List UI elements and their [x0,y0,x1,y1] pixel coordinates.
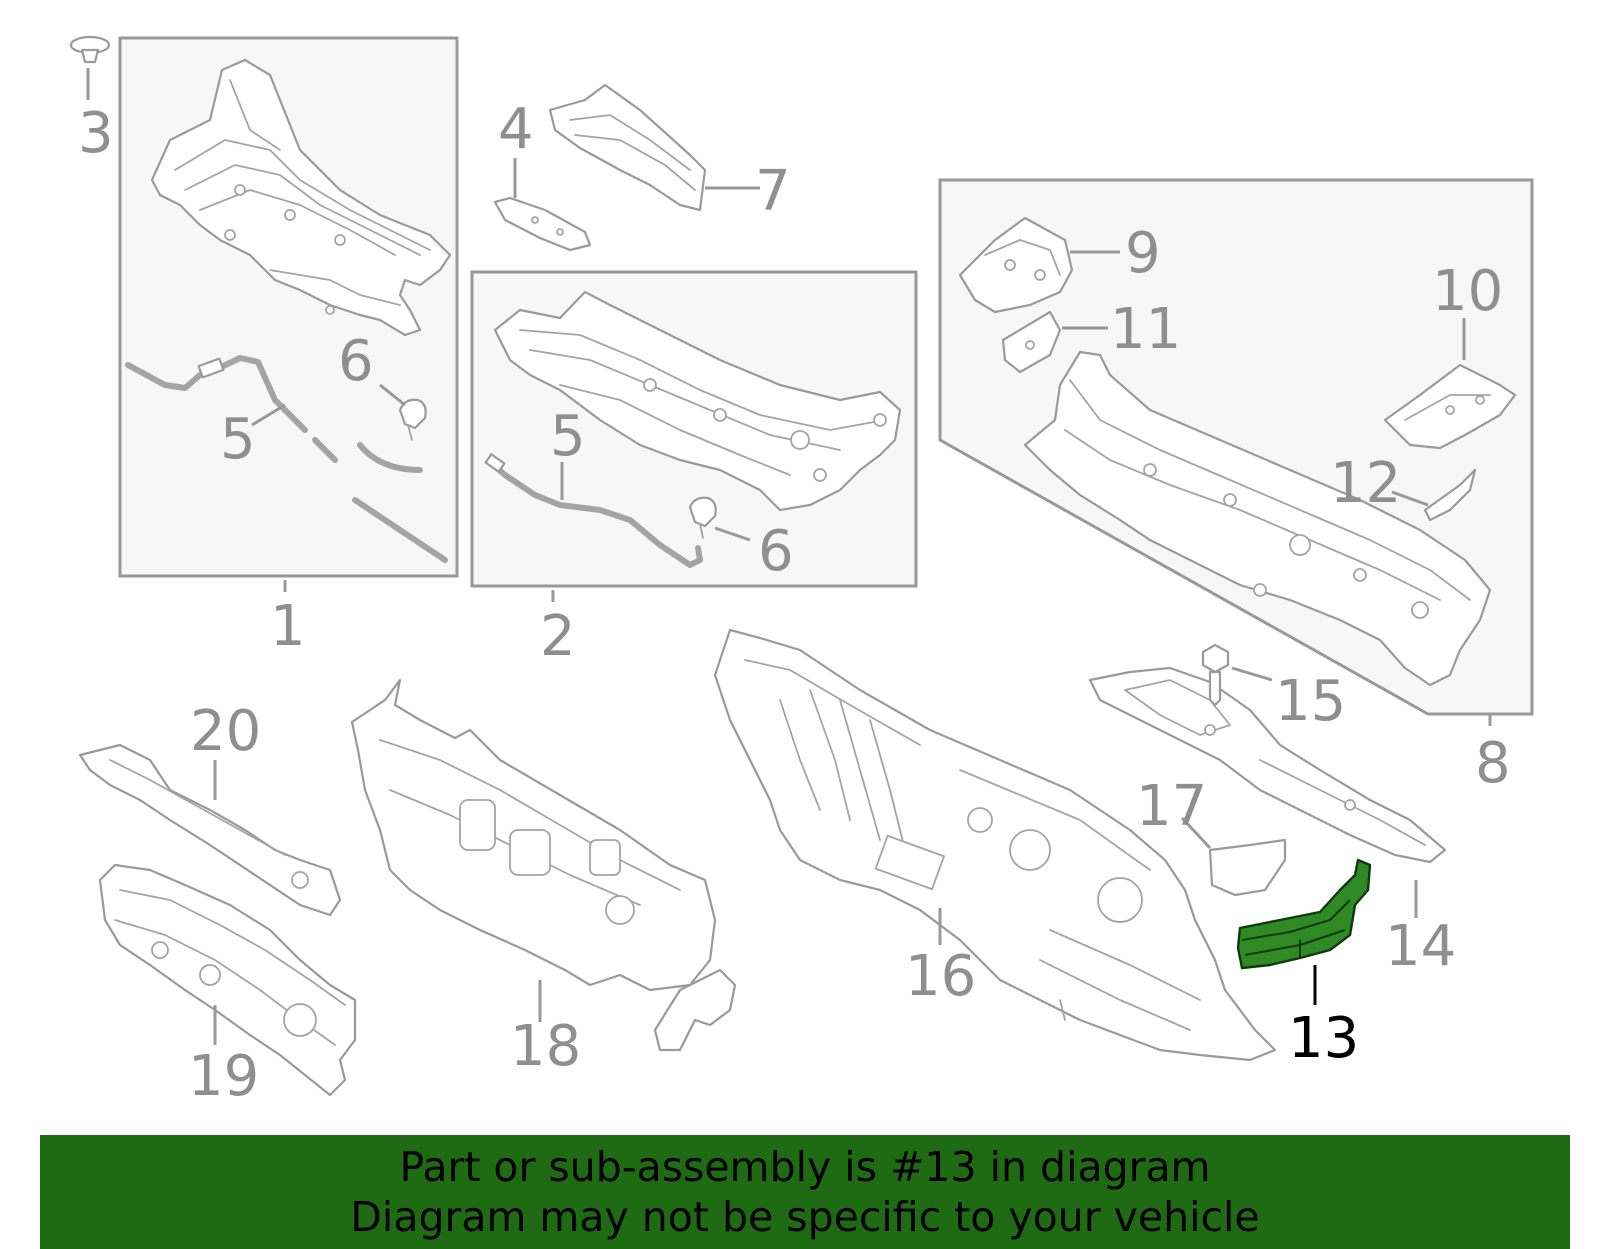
leader-lines [86,68,1492,1045]
part-cowl-panel-lower [493,290,902,512]
callout-10[interactable]: 10 [1432,259,1503,324]
part-insulator-17 [1208,838,1287,897]
callout-4[interactable]: 4 [498,97,534,162]
callout-16[interactable]: 16 [905,944,976,1009]
callout-15[interactable]: 15 [1275,669,1346,734]
banner-line-1: Part or sub-assembly is #13 in diagram [399,1143,1211,1191]
callout-1[interactable]: 1 [270,594,306,659]
part-upper-cowl-reinforcement [1023,350,1492,687]
part-washer-nozzle-b [688,496,717,539]
part-dash-insulator-18 [350,678,737,1052]
part-bracket-12 [1423,468,1477,522]
callout-20[interactable]: 20 [190,699,261,764]
part-washer-hose-a [125,355,448,563]
callout-5-box2[interactable]: 5 [550,404,586,469]
callout-18[interactable]: 18 [510,1014,581,1079]
callout-9[interactable]: 9 [1125,221,1161,286]
part-bracket-20 [78,743,342,917]
part-bracket-10 [1383,363,1517,450]
part-13-highlighted [1236,858,1372,970]
callout-8[interactable]: 8 [1475,731,1511,796]
callout-19[interactable]: 19 [188,1044,259,1109]
callout-2[interactable]: 2 [540,604,576,669]
part-clip-3 [69,35,111,64]
callout-12[interactable]: 12 [1330,451,1401,516]
part-cowl-panel-upper [150,58,452,337]
callout-5-box1[interactable]: 5 [220,407,256,472]
callout-3[interactable]: 3 [78,101,114,166]
callout-labels: 3 1 2 4 7 5 6 5 6 9 11 10 12 8 15 14 17 … [78,97,1511,1109]
part-insulator-19 [98,863,357,1097]
callout-17[interactable]: 17 [1136,774,1207,839]
part-bracket-4 [493,196,592,252]
part-washer-hose-b [484,453,703,568]
banner-line-2: Diagram may not be specific to your vehi… [350,1193,1260,1241]
part-bracket-7 [548,83,707,212]
part-dash-panel-16 [713,628,1277,1062]
callout-6-box2[interactable]: 6 [758,519,794,584]
callout-11[interactable]: 11 [1110,297,1181,362]
callout-7[interactable]: 7 [755,159,791,224]
callout-14[interactable]: 14 [1385,914,1456,979]
callout-13-highlighted[interactable]: 13 [1288,1006,1359,1071]
part-bracket-9 [958,216,1074,314]
callout-6-box1[interactable]: 6 [338,329,374,394]
part-bolt-15 [1201,643,1230,707]
part-bracket-11 [1001,310,1062,374]
info-banner: Part or sub-assembly is #13 in diagram D… [40,1135,1570,1249]
